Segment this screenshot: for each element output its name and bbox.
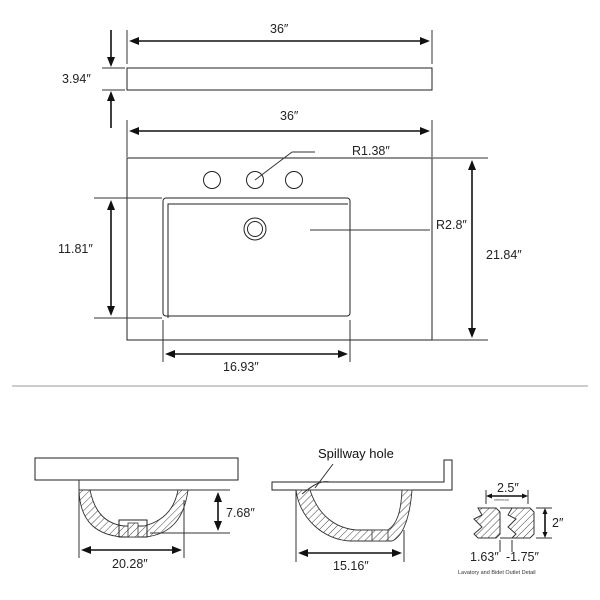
arrowhead xyxy=(107,91,115,101)
front-bowl-inner xyxy=(89,489,179,527)
front-drain-core xyxy=(127,522,139,538)
arrowhead xyxy=(298,549,308,557)
arrowhead xyxy=(468,328,476,338)
spillway-channel xyxy=(301,481,331,495)
arrowhead xyxy=(172,546,182,554)
dim-basin-radius: R2.8″ xyxy=(436,218,467,232)
arrowhead xyxy=(392,549,402,557)
arrowhead xyxy=(542,532,548,538)
faucet-hole-left xyxy=(203,171,221,189)
outlet-left-profile xyxy=(473,507,501,539)
arrowhead xyxy=(107,200,115,210)
leader-line xyxy=(314,463,334,489)
dim-side-width: 15.16″ xyxy=(333,559,369,573)
dim-width-top: 36″ xyxy=(270,22,289,36)
arrowhead xyxy=(214,521,222,531)
outlet-reference-note: reference xyxy=(494,498,509,502)
plan-view: 36″ R1.38″ R2.8″ 11.81″ 21.84″ 16.93″ xyxy=(58,109,522,374)
top-elevation: 36″ 3.94″ xyxy=(62,22,433,128)
front-section: 7.68″ 20.28″ xyxy=(34,457,255,571)
dim-outlet-top: 2.5″ xyxy=(497,481,519,495)
arrowhead xyxy=(214,492,222,502)
dim-outlet-left: 1.63″ xyxy=(470,550,499,564)
dim-width-mid: 36″ xyxy=(280,109,299,123)
arrowhead xyxy=(420,127,430,135)
arrowhead xyxy=(129,127,139,135)
basin-inner-edge xyxy=(167,203,348,318)
dim-front-width: 20.28″ xyxy=(112,557,148,571)
dim-overall-depth: 21.84″ xyxy=(486,248,522,262)
dim-thickness: 3.94″ xyxy=(62,72,91,86)
basin-outer xyxy=(162,197,351,317)
outlet-right-profile xyxy=(507,507,535,539)
dim-outlet-right: -1.75″ xyxy=(506,550,539,564)
drain-inner xyxy=(247,221,263,237)
faucet-hole-right xyxy=(285,171,303,189)
dim-faucet-radius: R1.38″ xyxy=(352,144,390,158)
vanity-top-outline xyxy=(126,157,433,341)
arrowhead xyxy=(420,37,430,45)
arrowhead xyxy=(107,57,115,67)
side-drain-body xyxy=(371,529,389,542)
arrowhead xyxy=(129,37,139,45)
arrowhead xyxy=(522,493,528,499)
arrowhead xyxy=(486,493,492,499)
dim-outlet-height: 2″ xyxy=(552,516,564,530)
arrowhead xyxy=(107,306,115,316)
spillway-callout: Spillway hole xyxy=(318,446,394,461)
dim-basin-width: 16.93″ xyxy=(223,360,259,374)
outlet-caption: Lavatory and Bidet Outlet Detail xyxy=(458,570,536,576)
side-section: Spillway hole 15.16″ xyxy=(271,446,453,573)
side-counter-slab xyxy=(271,459,453,491)
outlet-detail: 2.5″ reference 2″ 1.63″ -1.75″ Lavatory … xyxy=(458,481,564,576)
counter-edge-rect xyxy=(126,67,433,91)
drain-outer xyxy=(243,217,267,241)
faucet-hole-center xyxy=(246,171,264,189)
arrowhead xyxy=(338,350,348,358)
arrowhead xyxy=(165,350,175,358)
front-counter-slab xyxy=(34,457,239,481)
dim-basin-depth: 11.81″ xyxy=(58,242,93,256)
leader-line xyxy=(254,151,293,181)
arrowhead xyxy=(468,160,476,170)
arrowhead xyxy=(81,546,91,554)
arrowhead xyxy=(542,508,548,514)
dim-front-height: 7.68″ xyxy=(226,506,255,520)
